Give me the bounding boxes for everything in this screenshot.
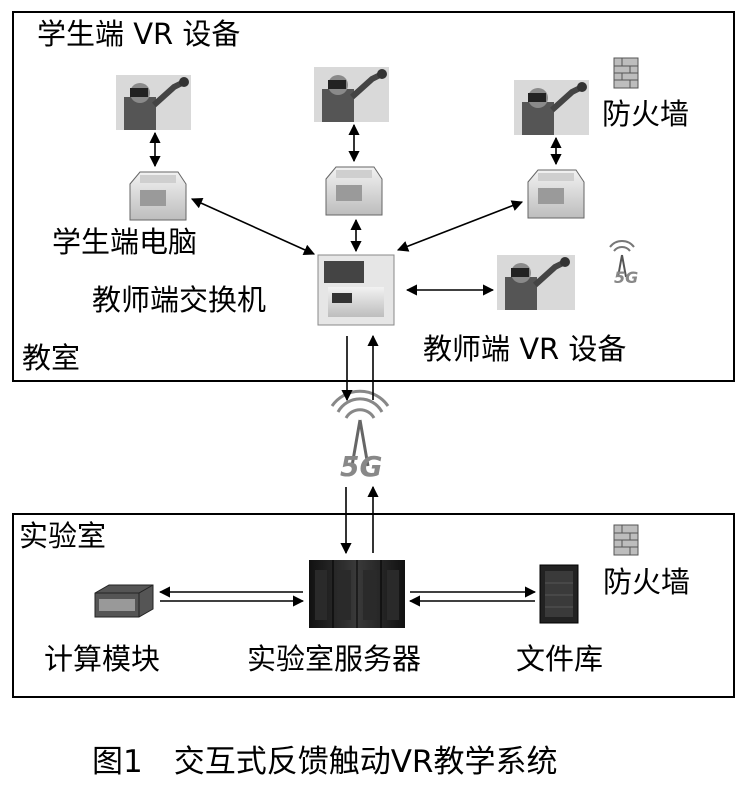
teacher-vr-user-icon [497, 255, 575, 310]
network-5g-badge-text: 5G [340, 450, 382, 483]
student-pc-icon [527, 169, 585, 219]
teacher-switch-icon [317, 254, 395, 326]
classroom-firewall-label: 防火墙 [602, 97, 690, 131]
vr-headset-user-icon [514, 80, 589, 135]
compute-module-icon [94, 584, 154, 618]
vr-headset-user-icon [314, 67, 389, 122]
lab-label: 实验室 [19, 519, 107, 553]
student-pc-icon [129, 171, 187, 221]
arrow-pc3-switch [396, 200, 524, 252]
antenna-5g-large-icon: 5G [330, 389, 390, 483]
lab-firewall-label: 防火墙 [603, 565, 691, 599]
file-store-label: 文件库 [516, 642, 604, 676]
arrow-pc1-switch [190, 198, 316, 255]
student-pc-icon [325, 166, 383, 216]
file-store-icon [539, 564, 579, 624]
teacher-switch-label: 教师端交换机 [92, 283, 267, 317]
student-pc-label: 学生端电脑 [52, 225, 198, 259]
firewall-icon [613, 57, 639, 89]
student-vr-title: 学生端 VR 设备 [37, 17, 241, 51]
figure-caption: 图1 交互式反馈触动VR教学系统 [92, 744, 558, 780]
antenna-5g-icon: 5G [609, 240, 638, 287]
classroom-5g-badge-text: 5G [614, 268, 638, 287]
firewall-icon [613, 524, 639, 556]
lab-server-icon [309, 560, 405, 628]
teacher-vr-label: 教师端 VR 设备 [423, 332, 627, 366]
lab-server-label: 实验室服务器 [247, 642, 422, 676]
vr-headset-user-icon [116, 75, 191, 130]
compute-module-label: 计算模块 [44, 642, 161, 676]
classroom-label: 教室 [22, 341, 81, 375]
